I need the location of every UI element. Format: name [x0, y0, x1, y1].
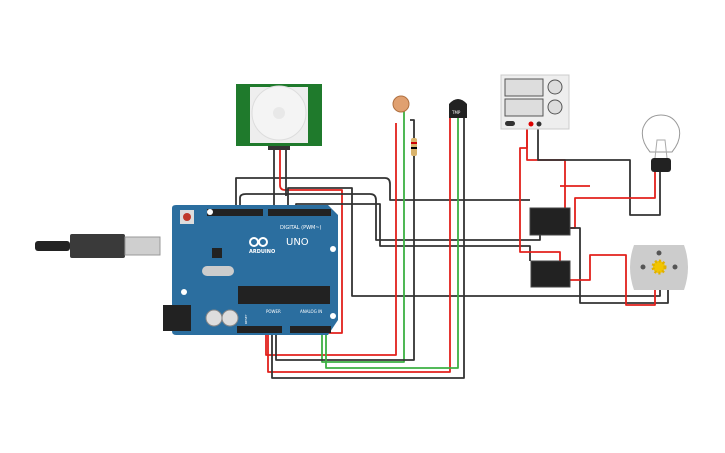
power-label: POWER: [266, 309, 281, 314]
power-switch[interactable]: [505, 121, 515, 126]
analog-label: ANALOG IN: [300, 309, 322, 314]
wire[interactable]: [526, 130, 566, 208]
wire[interactable]: [239, 193, 541, 241]
usb-cable[interactable]: [35, 234, 161, 258]
wire[interactable]: [275, 119, 415, 361]
digital-label: DIGITAL (PWM~): [280, 225, 322, 231]
gear-icon: [651, 259, 667, 275]
light-bulb[interactable]: [641, 114, 681, 172]
reset-pin-label: RESET: [244, 314, 248, 324]
wires: [235, 110, 669, 379]
infinity-logo-icon: [249, 237, 268, 247]
resistor[interactable]: [411, 138, 417, 156]
temperature-sensor[interactable]: TMP: [449, 99, 467, 118]
wire[interactable]: [270, 150, 343, 334]
arduino-uno[interactable]: DIGITAL (PWM~) ARDUINO UNO POWER ANALOG …: [163, 205, 338, 335]
wire[interactable]: [235, 177, 530, 212]
wire[interactable]: [271, 118, 465, 379]
wire[interactable]: [325, 118, 459, 369]
relay[interactable]: [529, 207, 571, 236]
wire[interactable]: [537, 124, 661, 216]
relay[interactable]: [530, 260, 571, 288]
wire[interactable]: [570, 227, 669, 304]
board-model: UNO: [286, 237, 309, 248]
wire[interactable]: [570, 254, 656, 306]
wire[interactable]: [287, 187, 661, 297]
wire[interactable]: [265, 123, 397, 356]
wire[interactable]: [267, 118, 451, 373]
power-supply[interactable]: [500, 74, 570, 130]
tmp-label: TMP: [451, 110, 461, 115]
pir-sensor[interactable]: [236, 84, 322, 150]
arduino-logo: ARDUINO: [249, 249, 275, 255]
wire[interactable]: [565, 172, 656, 229]
wire[interactable]: [321, 110, 405, 363]
dc-motor[interactable]: [630, 245, 688, 290]
photoresistor[interactable]: [392, 95, 410, 113]
